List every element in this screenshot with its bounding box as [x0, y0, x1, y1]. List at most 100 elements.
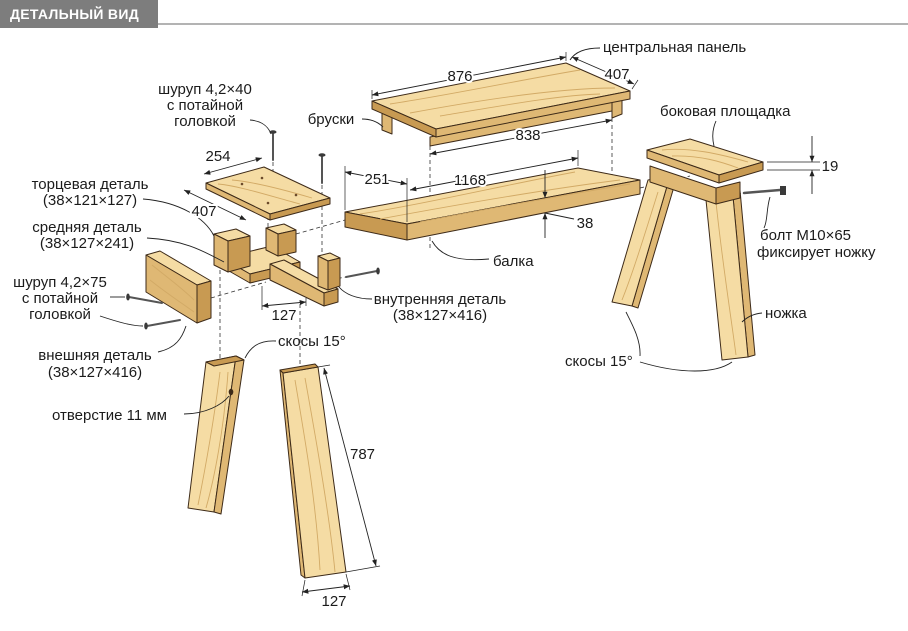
- dim-38-leader: [544, 212, 575, 220]
- dim-value-plate-width: 254: [205, 148, 230, 165]
- dim-value-panel-length: 876: [447, 68, 472, 85]
- end-block-right-right: [277, 229, 297, 257]
- outer-piece: [145, 250, 212, 324]
- label-bolt-line1: болт М10×65: [760, 227, 851, 244]
- bolt: [742, 186, 786, 195]
- dim-407-plate: [183, 189, 247, 221]
- label-beam: балка: [493, 253, 534, 270]
- dim-1168: [409, 156, 579, 192]
- label-screw-75-line3: головкой: [29, 306, 91, 323]
- sawhorse-assembled: [611, 138, 786, 361]
- leader-screw-40: [249, 119, 272, 135]
- leader-bolt: [763, 196, 771, 229]
- leg1-grain: [197, 371, 229, 509]
- screws: [126, 130, 380, 330]
- dim-127-assembly: [261, 300, 307, 308]
- label-side-platform: боковая площадка: [660, 103, 791, 120]
- label-screw-75-line2: с потайной: [22, 290, 98, 307]
- top-plate-right: [269, 197, 331, 221]
- ext-127-leg-a: [301, 579, 306, 597]
- label-end-piece-line1: торцевая деталь: [32, 176, 149, 193]
- label-inner-piece-line2: (38×127×416): [393, 307, 487, 324]
- leader-lines: [99, 47, 771, 415]
- header-title: ДЕТАЛЬНЫЙ ВИД: [10, 5, 139, 22]
- screw-75-b: [144, 319, 181, 330]
- ext-787-bottom: [345, 565, 381, 573]
- label-inner-piece-line1: внутренняя деталь: [374, 291, 507, 308]
- label-middle-piece-line2: (38×127×241): [40, 235, 134, 252]
- screw-head-icon: [318, 153, 326, 157]
- screw-75-c: [345, 267, 380, 278]
- screw-head-icon: [126, 293, 130, 301]
- outer-piece-grain: [149, 264, 195, 313]
- dim-876: [371, 55, 567, 97]
- screw-40-a: [269, 130, 277, 161]
- label-bevels-leg: скосы 15°: [278, 333, 346, 350]
- dim-value-cleat-length: 838: [515, 127, 540, 144]
- leg-with-hole: [187, 355, 245, 515]
- leader-outer-piece: [157, 325, 187, 353]
- header: ДЕТАЛЬНЫЙ ВИД: [0, 0, 908, 28]
- header-tab: [0, 0, 158, 28]
- inner-end-block-right: [327, 257, 341, 291]
- inner-end-block-front: [317, 255, 329, 291]
- dim-value-panel-width: 407: [604, 66, 629, 83]
- label-screw-40-line2: с потайной: [167, 97, 243, 114]
- dimension-lines: [183, 52, 820, 597]
- sawhorse-outer-piece-end: [715, 181, 741, 205]
- dim-407-top: [571, 56, 635, 85]
- leader-bevels-sawhorse-left: [625, 311, 641, 357]
- leg-plain: [279, 363, 347, 579]
- dim-127-leg: [301, 584, 351, 594]
- outer-piece-end: [196, 280, 212, 324]
- dim-838: [429, 118, 613, 156]
- screw-40-b: [318, 153, 326, 184]
- end-block-left-right: [227, 235, 251, 273]
- label-bevels-sawhorse: скосы 15°: [565, 353, 633, 370]
- side-platform-right: [718, 161, 764, 184]
- label-screw-40-line1: шуруп 4,2×40: [158, 81, 252, 98]
- dim-value-leg-width: 127: [321, 593, 346, 610]
- labels: центральная панель шуруп 4,2×40 с потайн…: [13, 39, 876, 424]
- label-screw-75-line1: шуруп 4,2×75: [13, 274, 107, 291]
- label-cleats: бруски: [308, 111, 355, 128]
- top-plate: [205, 166, 331, 221]
- label-outer-piece-line2: (38×127×416): [48, 364, 142, 381]
- screw-head-icon: [269, 130, 277, 134]
- dim-254: [203, 157, 263, 175]
- label-end-piece-line2: (38×121×127): [43, 192, 137, 209]
- sawhorse-leg-grain: [621, 191, 737, 356]
- screw-hole-2: [260, 176, 264, 180]
- hole-icon: [228, 388, 234, 396]
- screw-head-icon: [376, 267, 380, 275]
- dim-value-beam-length: 1168: [454, 172, 486, 189]
- leader-leg: [741, 312, 763, 323]
- leader-middle-piece: [146, 237, 225, 263]
- dim-value-platform-thickness: 19: [822, 158, 839, 175]
- leader-screw-75-b: [99, 315, 144, 327]
- screw-hole-3: [266, 201, 270, 205]
- dim-787: [323, 367, 377, 567]
- dim-value-plate-length: 407: [191, 203, 216, 220]
- central-panel: [371, 62, 631, 147]
- side-platform-grain: [661, 148, 749, 169]
- screw-hole-4: [294, 193, 298, 197]
- dim-value-leg-length: 787: [350, 446, 375, 463]
- label-bolt-line2: фиксирует ножку: [757, 244, 876, 261]
- dim-value-beam-thickness: 38: [577, 215, 594, 232]
- leader-end-piece: [142, 198, 215, 237]
- dimension-values: 876 407 838 19 254 407 251 1168 38 127 7…: [189, 64, 840, 612]
- leader-beam: [431, 240, 490, 261]
- label-leg: ножка: [765, 305, 807, 322]
- screw-hole-1: [240, 182, 244, 186]
- lower-assembly: [213, 223, 341, 307]
- dim-251: [344, 170, 408, 186]
- ext-127-leg-b: [345, 573, 351, 591]
- inner-piece-end: [323, 288, 339, 307]
- label-middle-piece-line1: средняя деталь: [32, 219, 142, 236]
- leader-hole: [183, 395, 230, 415]
- label-screw-40-line3: головкой: [174, 113, 236, 130]
- label-hole: отверстие 11 мм: [52, 407, 167, 424]
- top-plate-grain: [217, 179, 313, 205]
